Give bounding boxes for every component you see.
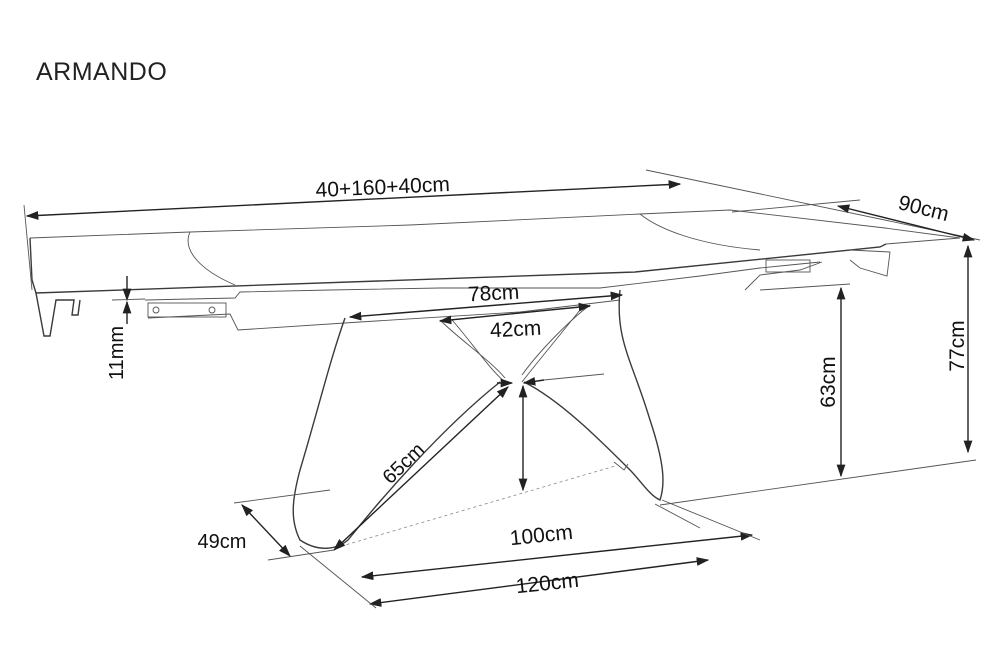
rail-end-piece	[744, 261, 823, 291]
table-top-surface	[29, 209, 961, 245]
product-title: ARMANDO	[36, 58, 168, 86]
rail-bolt	[152, 306, 160, 314]
leg-diagonal-dimension	[333, 386, 509, 551]
base-inner-length-label: 100cm	[509, 521, 574, 550]
foot-notch	[613, 461, 629, 471]
base-outer-length-label: 120cm	[515, 569, 580, 598]
table-top-front-edge	[31, 243, 887, 294]
total-length-dimension	[25, 180, 682, 220]
floor-line	[659, 459, 977, 506]
extension-line	[731, 199, 861, 213]
rail-bolt	[208, 306, 216, 314]
center-gap-arrow-right	[522, 376, 545, 386]
left-support-leg	[35, 292, 81, 337]
depth-label: 90cm	[896, 191, 951, 226]
extension-line	[759, 283, 851, 291]
top-thickness-label: 11mm	[106, 326, 128, 380]
total-length-label: 40+160+40cm	[315, 173, 450, 202]
right-support-bracket	[849, 249, 891, 277]
depth-dimension	[836, 204, 976, 242]
extension-leaf-curve	[187, 231, 236, 286]
right-base-leg	[523, 289, 664, 501]
dimension-labels: 40+160+40cm 90cm 77cm 63cm 11mm 78cm 42c…	[106, 173, 969, 598]
extension-rail-lower	[147, 299, 621, 331]
leg-height-label: 63cm	[817, 356, 840, 407]
foot-depth-label: 49cm	[198, 531, 247, 553]
leg-inner-width-dimension	[438, 302, 592, 325]
leg-inner-curve-left	[439, 319, 506, 379]
left-base-leg	[292, 317, 501, 549]
dimension-lines	[23, 169, 981, 609]
height-label: 77cm	[946, 320, 969, 371]
extension-line	[299, 545, 377, 609]
leader-line	[543, 373, 605, 381]
table-top-left-edge	[29, 237, 33, 281]
extension-line	[267, 549, 335, 561]
leg-inner-width-label: 42cm	[489, 317, 541, 343]
table-outline	[29, 209, 961, 549]
rail-bracket-right	[765, 259, 811, 273]
extension-line	[661, 499, 761, 541]
extension-line	[111, 298, 146, 301]
extension-line	[233, 489, 331, 504]
base-outer-length-dimension	[368, 557, 710, 607]
extension-line	[23, 204, 33, 291]
foot-depth-dimension	[241, 504, 291, 557]
leg-top-width-label: 78cm	[467, 281, 519, 307]
extension-line	[654, 503, 701, 529]
extension-rail	[144, 261, 821, 301]
rail-bracket-left	[147, 302, 227, 318]
leg-diagonal-label: 65cm	[379, 439, 429, 489]
extension-leaf-right	[639, 213, 761, 251]
